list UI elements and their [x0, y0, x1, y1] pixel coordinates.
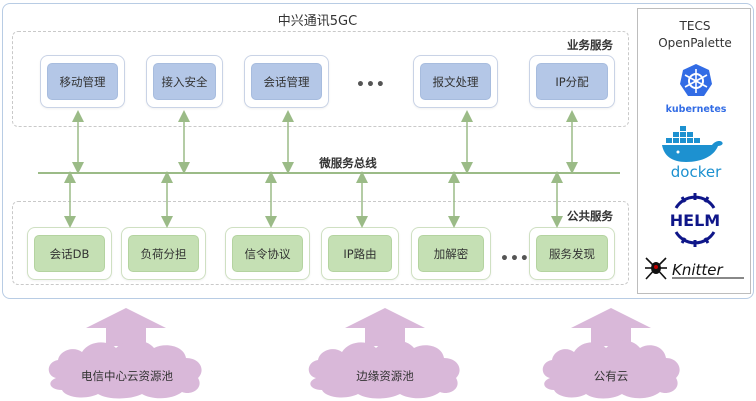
service-label: 报文处理	[420, 63, 491, 100]
public-services-label: 公共服务	[567, 209, 613, 223]
service-card-access-security[interactable]: 接入安全	[146, 55, 223, 108]
service-label: 信令协议	[232, 235, 303, 272]
cloud-shape	[48, 340, 202, 399]
public-more-ellipsis: •••	[500, 251, 530, 267]
docker-icon: docker	[658, 124, 734, 181]
up-arrow-public	[571, 308, 651, 346]
service-label: 服务发现	[536, 235, 608, 272]
service-label: 移动管理	[47, 63, 118, 100]
service-card-session[interactable]: 会话管理	[244, 55, 329, 108]
cloud-shape	[308, 340, 460, 399]
service-label: 加解密	[418, 235, 484, 272]
service-card-mobility[interactable]: 移动管理	[40, 55, 125, 108]
service-label: 会话管理	[251, 63, 322, 100]
service-card-signaling[interactable]: 信令协议	[225, 227, 310, 280]
service-label: IP分配	[536, 63, 608, 100]
service-card-load-balance[interactable]: 负荷分担	[121, 227, 206, 280]
kubernetes-icon: kubernetes	[664, 62, 728, 116]
business-services-panel	[12, 31, 629, 127]
business-more-ellipsis: •••	[356, 77, 386, 93]
service-card-crypto[interactable]: 加解密	[411, 227, 491, 280]
up-arrow-telecom	[86, 308, 166, 346]
svg-text:HELM: HELM	[670, 211, 720, 230]
public-services-panel	[12, 201, 629, 285]
helm-icon: HELM	[662, 192, 728, 248]
business-services-label: 业务服务	[567, 38, 613, 52]
service-label: 接入安全	[153, 63, 216, 100]
up-arrow-edge	[345, 308, 425, 346]
svg-text:kubernetes: kubernetes	[666, 104, 727, 115]
service-card-ip-routing[interactable]: IP路由	[321, 227, 399, 280]
svg-text:docker: docker	[671, 163, 722, 180]
service-label: 会话DB	[34, 235, 105, 272]
platform-title: 中兴通讯5GC	[277, 14, 358, 29]
service-card-packet[interactable]: 报文处理	[413, 55, 498, 108]
service-card-ip-alloc[interactable]: IP分配	[529, 55, 615, 108]
service-label: IP路由	[328, 235, 392, 272]
bus-label: 微服务总线	[319, 156, 377, 170]
cloud-public: 公有云	[536, 306, 686, 400]
cloud-shape	[542, 340, 680, 399]
knitter-icon: Knitter	[644, 254, 748, 282]
cloud-edge: 边缘资源池	[302, 306, 468, 400]
service-label: 负荷分担	[128, 235, 199, 272]
bus-line	[38, 172, 620, 174]
cloud-telecom-center: 电信中心云资源池	[42, 306, 212, 400]
tecs-title: TECS OpenPalette	[658, 19, 732, 50]
svg-text:Knitter: Knitter	[672, 261, 724, 279]
tecs-panel: TECS OpenPalette kubernetes docker	[637, 8, 751, 294]
service-card-discovery[interactable]: 服务发现	[529, 227, 615, 280]
service-card-session-db[interactable]: 会话DB	[27, 227, 112, 280]
